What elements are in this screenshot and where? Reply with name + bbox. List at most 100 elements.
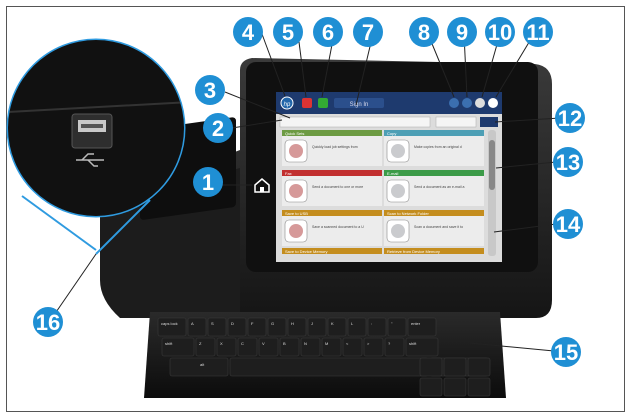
callout-number: 16	[36, 310, 60, 335]
callout-2: 2	[203, 113, 233, 143]
callout-number: 5	[282, 20, 294, 45]
key[interactable]: K	[327, 317, 347, 337]
key-label: S	[211, 321, 214, 326]
callout-12: 12	[555, 103, 585, 133]
callout-number: 13	[556, 150, 580, 175]
start-button	[318, 98, 328, 108]
callout-16: 16	[33, 307, 63, 337]
key[interactable]: X	[216, 337, 237, 357]
callout-10: 10	[485, 17, 515, 47]
key[interactable]: "	[387, 317, 407, 337]
callout-number: 4	[242, 20, 255, 45]
key-label: L	[351, 321, 354, 326]
callout-number: 3	[204, 78, 216, 103]
key[interactable]: S	[207, 317, 227, 337]
arrow-key[interactable]	[467, 357, 491, 377]
key[interactable]: shift	[161, 337, 195, 357]
key[interactable]: N	[300, 337, 321, 357]
key[interactable]: :	[367, 317, 387, 337]
tile-title: Retrieve from Device Memory	[387, 249, 440, 254]
key[interactable]: L	[347, 317, 367, 337]
callout-8: 8	[409, 17, 439, 47]
arrow-key[interactable]	[443, 357, 467, 377]
key-label: caps lock	[161, 321, 178, 326]
arrow-key[interactable]	[419, 357, 443, 377]
key[interactable]: >	[363, 337, 384, 357]
callout-9: 9	[447, 17, 477, 47]
key-label: ?	[388, 341, 391, 346]
figure-border	[6, 6, 625, 412]
key-label: G	[271, 321, 274, 326]
key[interactable]: F	[247, 317, 267, 337]
key-label: alt	[200, 362, 205, 367]
callout-14: 14	[553, 209, 583, 239]
callout-number: 15	[554, 340, 578, 365]
key[interactable]: enter	[407, 317, 437, 337]
tile-title: Save to USB	[285, 211, 308, 216]
info-icon	[462, 98, 472, 108]
callout-5: 5	[273, 17, 303, 47]
key-label: A	[191, 321, 194, 326]
tile-retrieve-from-device-memory[interactable]: Retrieve from Device Memory	[384, 248, 484, 254]
key-label: enter	[411, 321, 421, 326]
callout-1: 1	[193, 167, 223, 197]
key-label: C	[241, 341, 244, 346]
key[interactable]: ?	[384, 337, 405, 357]
tile-text: Quickly load job settings from	[312, 145, 358, 149]
scrollbar-thumb	[489, 140, 495, 190]
tile-save-to-device-memory[interactable]: Save to Device Memory	[282, 248, 382, 254]
arrow-key[interactable]	[467, 377, 491, 397]
key[interactable]: <	[342, 337, 363, 357]
sleep-icon	[488, 98, 498, 108]
callout-13: 13	[553, 147, 583, 177]
arrow-key[interactable]	[443, 377, 467, 397]
more-button	[480, 117, 498, 127]
screen-header	[276, 92, 502, 114]
key-label: shift	[409, 341, 417, 346]
tile-text: Send a document to one or more	[312, 185, 363, 189]
options-button	[435, 116, 477, 128]
key[interactable]: B	[279, 337, 300, 357]
key[interactable]: G	[267, 317, 287, 337]
callout-number: 11	[526, 20, 549, 45]
tile-title: Fax	[285, 171, 292, 176]
key[interactable]: shift	[405, 337, 439, 357]
key[interactable]: M	[321, 337, 342, 357]
tile-text: Scan a document and save it to	[414, 225, 463, 229]
key[interactable]: alt	[169, 357, 229, 377]
arrow-key[interactable]	[419, 377, 443, 397]
key[interactable]: H	[287, 317, 307, 337]
key-label: X	[220, 341, 223, 346]
callout-number: 1	[202, 170, 214, 195]
key-label: V	[262, 341, 265, 346]
callout-7: 7	[353, 17, 383, 47]
tile-text: Make copies from an original d	[414, 145, 462, 149]
key[interactable]: Z	[195, 337, 216, 357]
key[interactable]: V	[258, 337, 279, 357]
key-label: shift	[165, 341, 173, 346]
key-label: N	[304, 341, 307, 346]
key[interactable]: J	[307, 317, 327, 337]
key[interactable]: A	[187, 317, 207, 337]
tile-save-to-usb[interactable]: Save to USB Save a scanned document to a …	[282, 210, 382, 246]
key[interactable]: D	[227, 317, 247, 337]
help-icon	[475, 98, 485, 108]
svg-text:hp: hp	[284, 102, 291, 108]
home-button	[254, 178, 270, 193]
tile-text: Save a scanned document to a U	[312, 225, 364, 229]
key[interactable]: caps lock	[157, 317, 187, 337]
callout-11: 11	[523, 17, 553, 47]
callout-4: 4	[233, 17, 263, 47]
callout-number: 7	[362, 20, 374, 45]
key[interactable]: C	[237, 337, 258, 357]
sign-in-label: Sign In	[350, 102, 369, 108]
callout-number: 2	[212, 116, 224, 141]
hp-logo	[280, 96, 294, 110]
